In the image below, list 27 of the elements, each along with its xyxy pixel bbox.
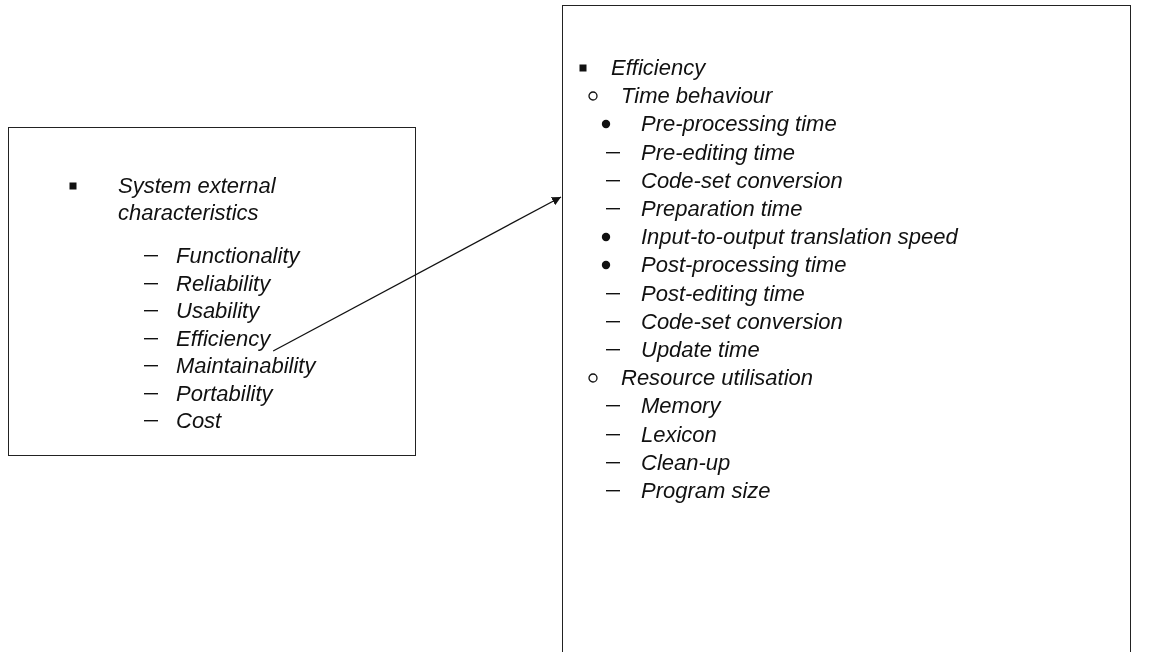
list-item: Cost [176,407,222,434]
list-item: Update time [641,336,760,363]
list-item: Lexicon [641,420,717,448]
text-box [8,127,416,456]
list-item: Code-set conversion [641,307,843,335]
list-item: Resource utilisation [621,364,813,392]
list-item: Preparation time [641,195,803,222]
list-item: Maintainability [176,352,316,379]
list-item: Portability [176,380,273,407]
list-item: Memory [641,392,721,420]
list-item: Efficiency [176,325,271,352]
list-item: Program size [641,477,771,504]
list-item: Post-editing time [641,279,805,307]
list-item: Input-to-output translation speed [641,223,958,251]
arrow [272,196,562,352]
list-item: Usability [176,297,260,324]
text-box [562,5,1131,652]
list-item: Functionality [176,242,300,269]
list-item: System external characteristics [118,172,348,226]
list-item: Pre-editing time [641,138,796,166]
list-item: Clean-up [641,448,731,476]
list-item: Post-processing time [641,251,847,279]
list-item: Pre-processing time [641,110,837,138]
list-item: Time behaviour [621,82,773,110]
list-item: Efficiency [611,54,706,81]
list-item: Code-set conversion [641,166,843,194]
list-item: Reliability [176,270,271,297]
